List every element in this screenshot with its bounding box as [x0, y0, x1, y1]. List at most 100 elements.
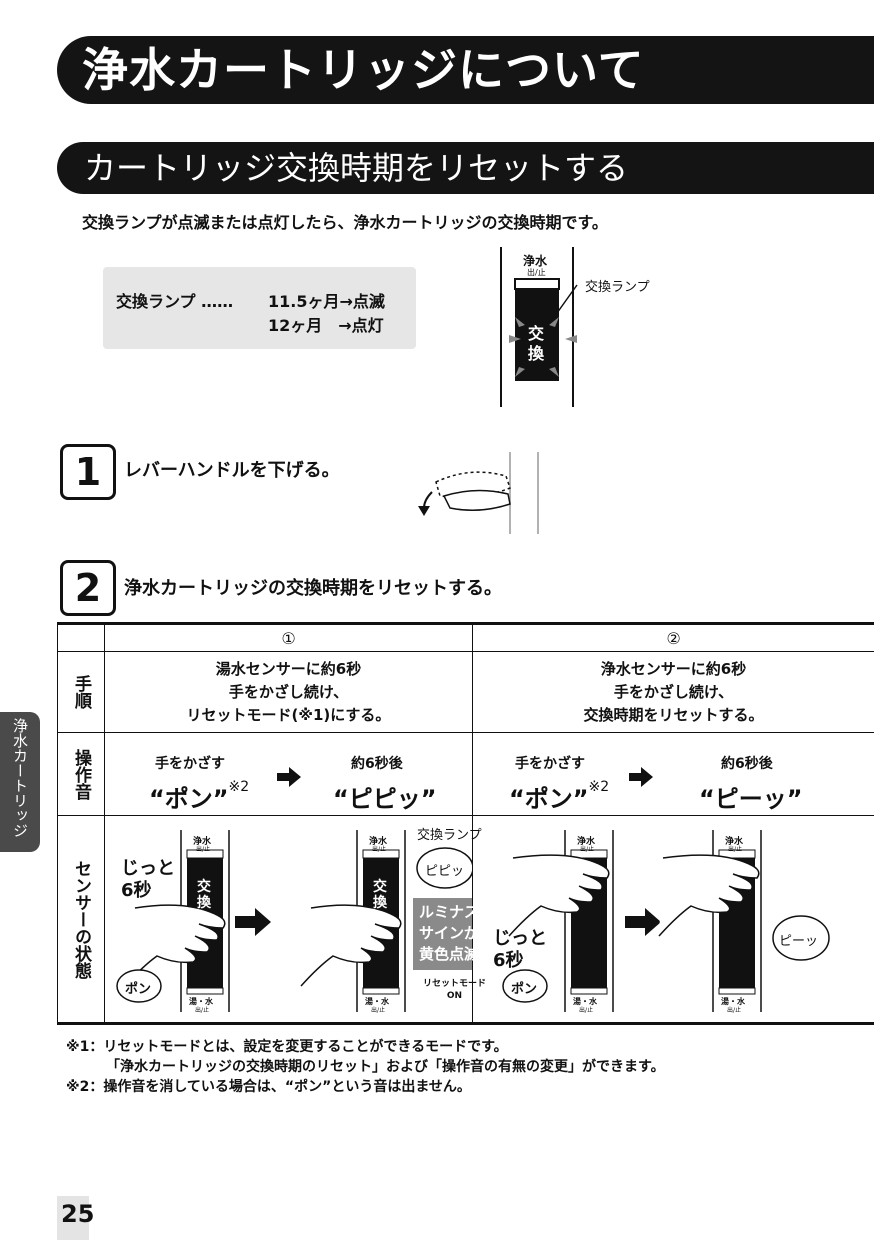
corner-cell [57, 623, 105, 652]
procedure-1-line-2: 手をかざし続け、 [228, 682, 349, 701]
luminous-line-1: ルミナス [419, 903, 480, 921]
row-header-procedure-text: 手順 [71, 675, 91, 709]
section-title: カートリッジ交換時期をリセットする [84, 149, 629, 187]
row-header-sound-text: 操作音 [71, 748, 91, 800]
lamp-char-2: 換 [528, 344, 545, 363]
side-chapter-tab [0, 712, 40, 852]
sensor1-bottom-sub: 出/止 [195, 1007, 210, 1014]
procedure-cell-2: 浄水センサーに約6秒 手をかざし続け、 交換時期をリセットする。 [472, 651, 874, 733]
col-header-2: ② [472, 623, 874, 652]
luminous-line-3: 黄色点滅 [419, 945, 480, 963]
procedure-2-line-3: 交換時期をリセットする。 [583, 705, 764, 724]
reset-mode-label: リセットモード ON [423, 978, 486, 1002]
step-2-badge: 2 [60, 560, 116, 616]
reset-mode-line-1: リセットモード [423, 979, 487, 989]
procedure-2-line-2: 手をかざし続け、 [613, 682, 734, 701]
arrow-right-icon [629, 767, 653, 787]
row-header-sensor: センサーの状態 [57, 815, 105, 1024]
lamp-callout-table: 交換ランプ [417, 828, 482, 843]
sound-cell-2: 手をかざす “ポン”※2 約6秒後 “ピーッ” [472, 732, 874, 816]
row-header-sensor-text: センサーの状態 [71, 859, 91, 979]
lamp-top-sub: 出/止 [527, 268, 546, 277]
sound-1-pon: “ポン” [149, 785, 229, 813]
note-1: ※1：リセットモードとは、設定を変更することができるモードです。 [66, 1039, 508, 1055]
title-bar [57, 36, 874, 104]
sound-1-left-big: “ポン”※2 [149, 779, 249, 814]
sensor1-top-sub: 出/止 [196, 846, 211, 853]
sensor1-lamp-char-2: 換 [197, 895, 211, 911]
procedure-2-line-1: 浄水センサーに約6秒 [600, 659, 747, 678]
luminous-line-2: サインが [419, 924, 480, 942]
sound-2-note-ref: ※2 [588, 779, 610, 795]
sensor-illustration-2 [502, 830, 830, 1012]
col-header-1: ① [104, 623, 473, 652]
info-value-blink: 11.5ヶ月→点滅 [268, 292, 385, 311]
page-number: 25 [61, 1200, 95, 1228]
subtitle-bar [57, 142, 874, 194]
note-2: ※2：操作音を消している場合は、“ポン”という音は出ません。 [66, 1079, 471, 1095]
sensor2-lamp-char-2: 換 [373, 895, 387, 911]
sensor-cell-1: じっと 6秒 浄水 出/止 交 換 湯・水 出/止 ポン 浄水 出/止 交 換 … [104, 815, 486, 1024]
sensor2-bottom-sub: 出/止 [371, 1007, 386, 1014]
sound-2-right-small: 約6秒後 [721, 756, 773, 772]
step-2-text: 浄水カートリッジの交換時期をリセットする。 [124, 578, 502, 599]
lamp-figure [500, 247, 578, 407]
row-header-sound: 操作音 [57, 732, 105, 816]
sound-1-note-ref: ※2 [228, 779, 250, 795]
sensor4-bottom-label: 湯・水 [721, 997, 745, 1006]
sensor2-bottom-label: 湯・水 [365, 997, 389, 1006]
info-box [103, 267, 416, 349]
info-label: 交換ランプ …… [116, 292, 234, 311]
sensor-cell-2: じっと 6秒 浄水 出/止 湯・水 出/止 ポン 浄水 出/止 湯・水 出/止 … [472, 815, 874, 1024]
procedure-cell-1: 湯水センサーに約6秒 手をかざし続け、 リセットモード(※1)にする。 [104, 651, 473, 733]
sensor2-top-sub: 出/止 [372, 846, 387, 853]
procedure-1-line-3: リセットモード(※1)にする。 [186, 705, 391, 724]
row-header-procedure: 手順 [57, 651, 105, 733]
side-chapter-label: 浄水カートリッジ [10, 718, 30, 841]
sensor3-bottom-sub: 出/止 [579, 1007, 594, 1014]
luminous-sign-note: ルミナス サインが 黄色点滅 [419, 902, 479, 965]
lamp-callout: 交換ランプ [585, 280, 650, 295]
sensor4-top-label: 浄水 [725, 837, 744, 847]
sound-1-left-small: 手をかざす [155, 756, 225, 772]
page-number-bg [57, 1196, 89, 1240]
sensor3-top-label: 浄水 [577, 837, 596, 847]
sensor3-top-sub: 出/止 [580, 846, 595, 853]
six-sec-label-2: 6秒 [493, 950, 524, 971]
arrow-right-icon [277, 767, 301, 787]
six-sec-label-1: 6秒 [121, 880, 152, 901]
sensor4-top-sub: 出/止 [728, 846, 743, 853]
reset-procedure-table: ① ② 手順 湯水センサーに約6秒 手をかざし続け、 リセットモード(※1)にす… [57, 622, 874, 1025]
sound-1-right-small: 約6秒後 [351, 756, 403, 772]
lamp-char-1: 交 [528, 324, 545, 343]
page-title: 浄水カートリッジについて [82, 43, 645, 97]
lamp-top-label: 浄水 [523, 254, 548, 268]
sound-cell-1: 手をかざす “ポン”※2 約6秒後 “ピピッ” [104, 732, 473, 816]
lever-illustration [418, 452, 539, 534]
side-chapter-text: 浄水カートリッジ [11, 718, 29, 838]
pon-bubble-2: ポン [511, 982, 538, 997]
intro-text: 交換ランプが点滅または点灯したら、浄水カートリッジの交換時期です。 [82, 213, 608, 232]
sensor-illustration-1 [116, 830, 472, 1012]
sensor4-bottom-sub: 出/止 [727, 1007, 742, 1014]
step-1-badge: 1 [60, 444, 116, 500]
note-1-cont: 「浄水カートリッジの交換時期のリセット」および「操作音の有無の変更」ができます。 [106, 1059, 665, 1075]
sound-1-right-big: “ピピッ” [333, 785, 437, 813]
pii-bubble: ピーッ [779, 934, 819, 949]
pipi-bubble: ピピッ [425, 864, 465, 879]
pon-bubble-1: ポン [125, 982, 152, 997]
joutto-label-1: じっと [121, 858, 175, 879]
sound-2-right-big: “ピーッ” [699, 785, 803, 813]
sound-2-left-big: “ポン”※2 [509, 779, 609, 814]
reset-mode-line-2: ON [446, 991, 463, 1001]
sensor1-top-label: 浄水 [193, 837, 212, 847]
info-value-on: 12ヶ月 →点灯 [268, 316, 384, 335]
sensor2-lamp-char-1: 交 [373, 879, 387, 895]
sensor1-bottom-label: 湯・水 [189, 997, 213, 1006]
sensor1-lamp-char-1: 交 [197, 879, 211, 895]
step-1-text: レバーハンドルを下げる。 [124, 460, 340, 481]
joutto-label-2: じっと [493, 928, 547, 949]
sound-2-pon: “ポン” [509, 785, 589, 813]
sensor2-top-label: 浄水 [369, 837, 388, 847]
procedure-1-line-1: 湯水センサーに約6秒 [215, 659, 362, 678]
